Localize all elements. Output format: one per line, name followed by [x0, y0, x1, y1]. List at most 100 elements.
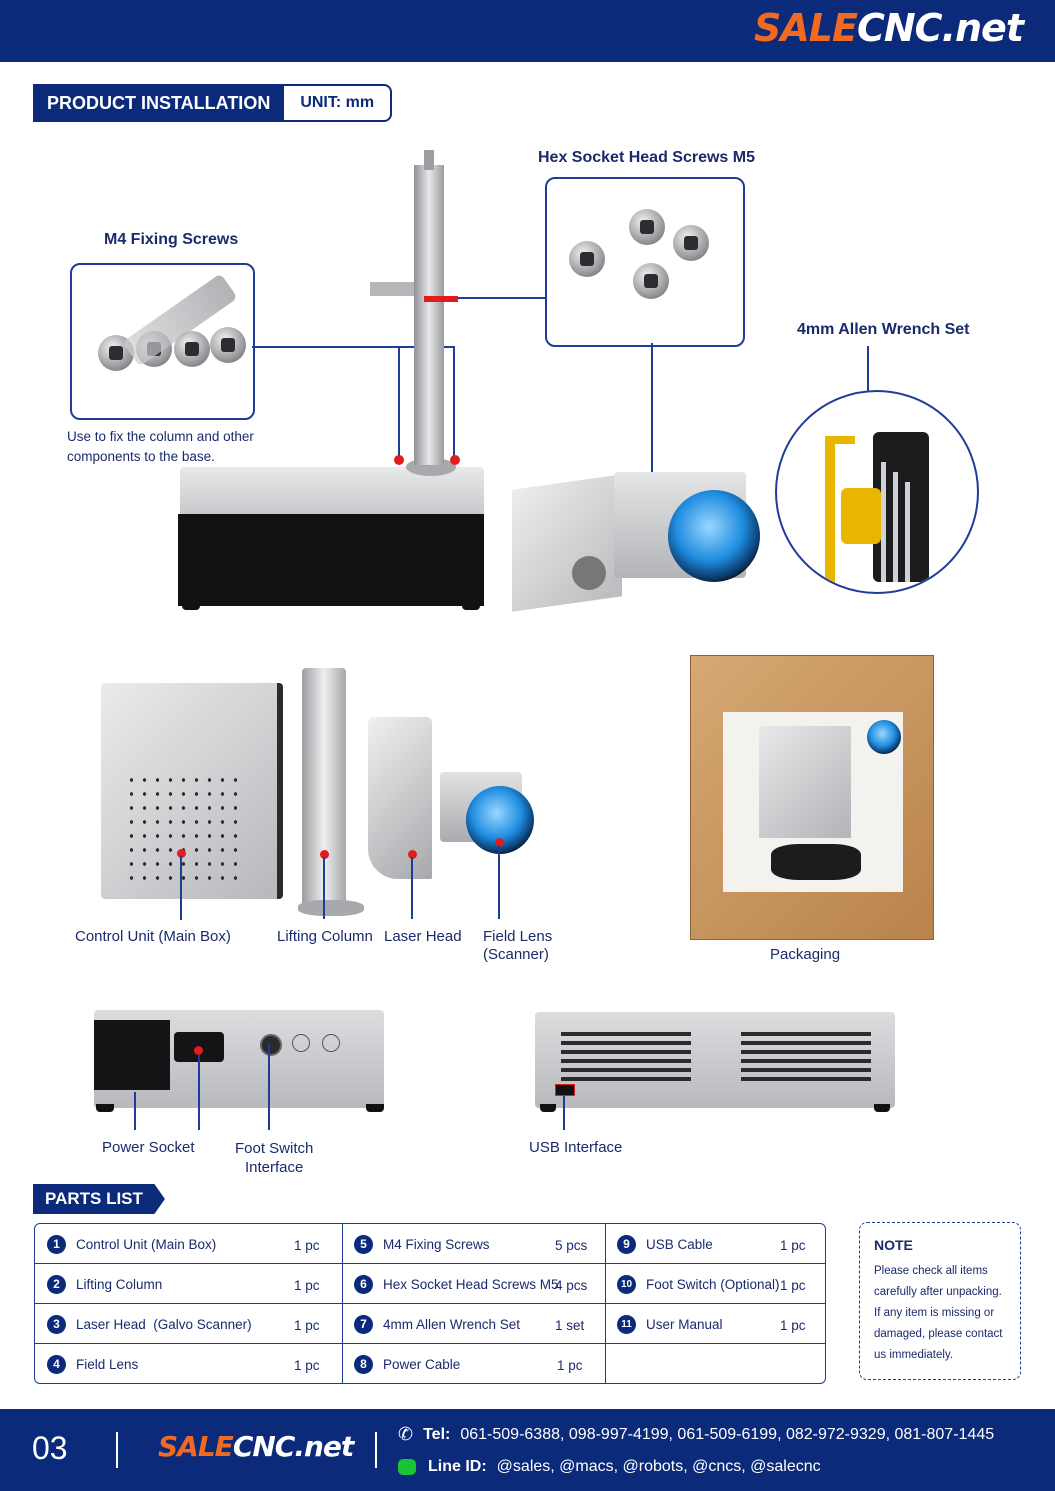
parts-row: 4 Field Lens: [47, 1344, 138, 1384]
item-number: 1: [47, 1234, 66, 1254]
item-number: 7: [354, 1314, 373, 1334]
foot-switch-port-image: [260, 1034, 282, 1056]
tel-label: Tel:: [423, 1425, 451, 1443]
connector-line: [651, 343, 653, 535]
item-number: 8: [354, 1354, 373, 1374]
marker-dot: [320, 850, 329, 859]
item-number: 4: [47, 1354, 66, 1374]
vent-slots: [561, 1032, 691, 1082]
allen-wrench-circle: [775, 390, 979, 594]
machine-base-body: [178, 514, 484, 606]
item-qty: 1 pc: [780, 1238, 806, 1253]
connector-line: [180, 856, 182, 920]
item-number: 6: [354, 1274, 373, 1294]
allen-wrench-image: [825, 436, 835, 586]
connector-line: [323, 857, 325, 919]
item-name: Laser Head (Galvo Scanner): [76, 1316, 252, 1332]
connector-line: [563, 1096, 565, 1130]
column-bracket: [370, 282, 414, 296]
screw-image: [629, 209, 665, 245]
laser-head-image: [512, 474, 622, 612]
usb-interface-label: USB Interface: [529, 1139, 623, 1156]
item-qty: 1 pc: [780, 1278, 806, 1293]
lifting-column-image: [414, 165, 444, 465]
connector-line: [498, 845, 500, 919]
marker-dot: [450, 455, 460, 465]
laser-head-label: Laser Head: [384, 928, 462, 945]
allen-wrench-label: 4mm Allen Wrench Set: [797, 321, 970, 338]
parts-list-title: PARTS LIST: [33, 1184, 165, 1214]
screw-image: [633, 263, 669, 299]
note-title: NOTE: [874, 1237, 913, 1253]
item-qty: 1 pc: [294, 1358, 320, 1373]
line-label: Line ID:: [428, 1458, 487, 1475]
item-qty: 5 pcs: [555, 1238, 588, 1253]
item-name: Foot Switch (Optional): [646, 1276, 780, 1292]
footer-bar: [0, 1409, 1055, 1491]
item-qty: 1 pc: [557, 1358, 583, 1373]
connector-line: [398, 346, 400, 458]
item-number: 11: [617, 1314, 636, 1334]
item-qty: 1 set: [555, 1318, 585, 1333]
control-unit-image: [101, 683, 283, 899]
note-box: NOTE Please check all items carefully af…: [859, 1222, 1021, 1380]
m4-screws-box: [70, 263, 255, 420]
unit-label: UNIT: mm: [284, 84, 393, 122]
item-name: 4mm Allen Wrench Set: [383, 1316, 521, 1332]
packaging-image: [690, 655, 934, 940]
packaging-label: Packaging: [770, 946, 841, 963]
tel-numbers: 061-509-6388, 098-997-4199, 061-509-6199…: [460, 1425, 995, 1443]
laser-head-part-image: [368, 717, 432, 879]
vent-holes: [125, 773, 245, 883]
note-body: Please check all items carefully after u…: [874, 1265, 1003, 1361]
base-foot: [182, 600, 200, 610]
item-name: Power Cable: [383, 1356, 461, 1372]
header-bar: [0, 0, 1055, 62]
marker-dot: [408, 850, 417, 859]
item-number: 10: [617, 1274, 636, 1294]
brand-logo: SALECNC.net: [754, 6, 1024, 50]
connector-line: [453, 346, 455, 458]
item-name: Field Lens: [76, 1356, 139, 1372]
marker-dot: [394, 455, 404, 465]
section-title-text: PRODUCT INSTALLATION: [33, 84, 285, 122]
base-foot: [462, 600, 480, 610]
item-qty: 1 pc: [780, 1318, 806, 1333]
item-qty: 4 pcs: [555, 1278, 588, 1293]
marker-dot: [495, 838, 504, 847]
connector-line: [252, 346, 455, 348]
usb-port-image: [555, 1084, 575, 1096]
m4-screws-label: M4 Fixing Screws: [104, 231, 239, 248]
footer-divider: [375, 1432, 377, 1468]
hex-screws-label: Hex Socket Head Screws M5: [538, 149, 755, 166]
line-ids: @sales, @macs, @robots, @cncs, @salecnc: [496, 1458, 821, 1475]
connector-line: [198, 1055, 200, 1130]
lifting-column-label: Lifting Column: [277, 928, 373, 945]
parts-row: 8 Power Cable: [354, 1344, 460, 1384]
parts-row: 2 Lifting Column: [47, 1264, 162, 1304]
marker-dot: [194, 1046, 203, 1055]
screw-image: [569, 241, 605, 277]
connector-line: [134, 1092, 136, 1130]
laser-head-port: [572, 556, 606, 590]
item-qty: 1 pc: [294, 1238, 320, 1253]
screw-image: [210, 327, 246, 363]
control-unit-label: Control Unit (Main Box): [75, 928, 231, 945]
item-name: Lifting Column: [76, 1276, 163, 1292]
item-qty: 1 pc: [294, 1318, 320, 1333]
column-knob: [424, 150, 434, 170]
item-number: 2: [47, 1274, 66, 1294]
line-app-icon: [398, 1459, 416, 1475]
item-number: 9: [617, 1234, 636, 1254]
parts-row: 10 Foot Switch (Optional): [617, 1264, 780, 1304]
connector-line: [411, 857, 413, 919]
marker-bar: [424, 296, 458, 302]
power-socket-label: Power Socket: [102, 1139, 195, 1156]
marker-dot: [177, 849, 186, 858]
vent-slots: [741, 1032, 871, 1082]
side-panel-image: [535, 1012, 895, 1108]
